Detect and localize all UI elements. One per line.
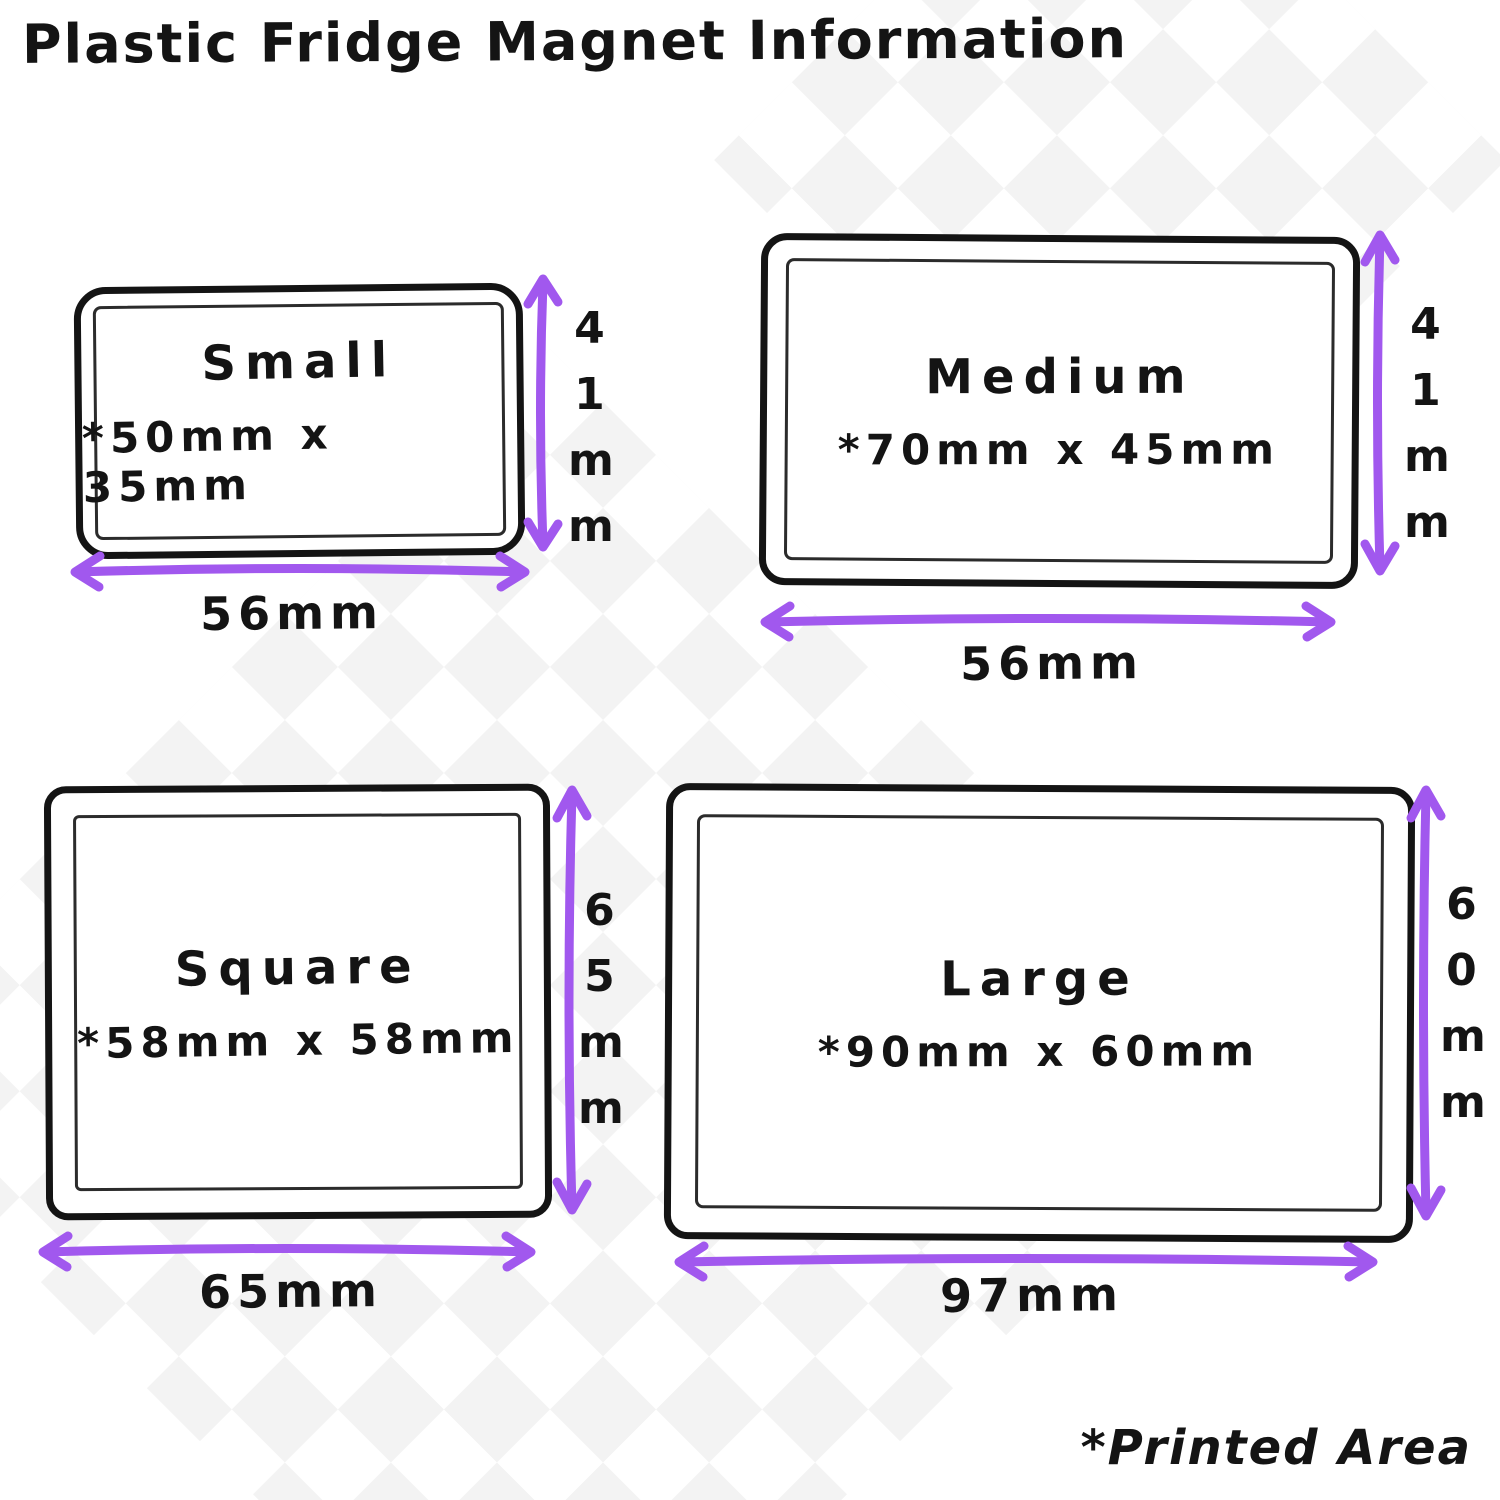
magnet-medium-text: Medium *70mm x 45mm: [766, 240, 1353, 582]
large-width-label: 97mm: [939, 1267, 1125, 1323]
magnet-square-text: Square *58mm x 58mm: [51, 791, 545, 1214]
square-height-arrow-icon: [552, 785, 592, 1215]
magnet-small-name: Small: [200, 332, 397, 392]
large-height-label: 60mm: [1440, 879, 1486, 1128]
magnet-small-plate: Small *50mm x 35mm: [73, 282, 526, 560]
magnet-large-printed-size: *90mm x 60mm: [818, 1025, 1261, 1077]
printed-area-footnote: *Printed Area: [1080, 1420, 1472, 1476]
magnet-medium-name: Medium: [925, 348, 1195, 405]
small-height-arrow-icon: [523, 274, 563, 552]
small-width-label: 56mm: [199, 585, 385, 641]
large-height-arrow-icon: [1406, 785, 1446, 1221]
large-width-arrow-icon: [674, 1241, 1378, 1282]
square-width-label: 65mm: [198, 1263, 384, 1319]
magnet-medium-printed-size: *70mm x 45mm: [838, 424, 1281, 474]
small-width-arrow-icon: [70, 551, 530, 592]
medium-width-label: 56mm: [959, 635, 1145, 691]
magnet-large-plate: Large *90mm x 60mm: [663, 783, 1416, 1243]
medium-width-arrow-icon: [760, 601, 1336, 642]
medium-height-arrow-icon: [1360, 230, 1400, 576]
magnet-medium-plate: Medium *70mm x 45mm: [758, 232, 1361, 590]
magnet-square-plate: Square *58mm x 58mm: [43, 783, 553, 1221]
medium-height-label: 41mm: [1404, 299, 1450, 548]
magnet-square-printed-size: *58mm x 58mm: [76, 1012, 520, 1068]
magnet-small-printed-size: *50mm x 35mm: [81, 409, 335, 513]
page-title: Plastic Fridge Magnet Information: [21, 7, 1129, 76]
magnet-large-name: Large: [940, 950, 1140, 1007]
magnet-large-text: Large *90mm x 60mm: [671, 790, 1408, 1236]
square-width-arrow-icon: [38, 1231, 536, 1272]
square-height-label: 65mm: [578, 885, 624, 1134]
magnet-small-text: Small *50mm x 35mm: [81, 290, 519, 553]
small-height-label: 41mm: [568, 303, 614, 552]
magnet-square-name: Square: [174, 937, 422, 998]
